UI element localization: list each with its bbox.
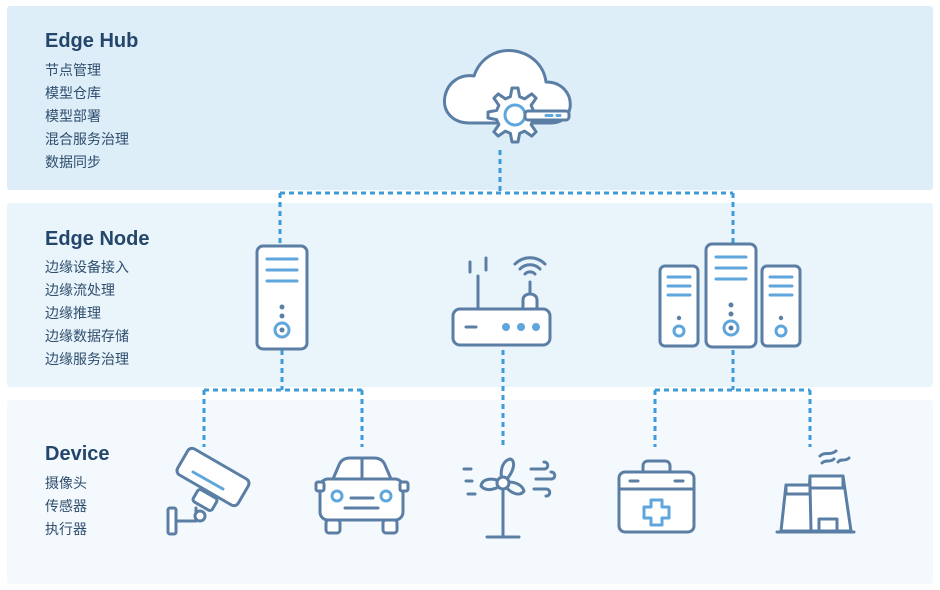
capability-item: 模型仓库 — [45, 86, 101, 102]
capability-item: 边缘设备接入 — [45, 260, 129, 276]
capability-item: 边缘推理 — [45, 306, 101, 322]
car-icon — [314, 456, 410, 535]
security-camera-icon — [166, 446, 251, 536]
first-aid-kit-icon — [617, 459, 696, 534]
device-title: Device — [45, 443, 110, 465]
capability-item: 边缘数据存储 — [45, 329, 129, 345]
capability-item: 边缘服务治理 — [45, 352, 129, 368]
server-cluster-icon — [658, 242, 802, 349]
fan-icon — [462, 457, 557, 539]
edge-hub-capabilities: 节点管理 模型仓库 模型部署 混合服务治理 数据同步 — [45, 60, 129, 175]
capability-item: 混合服务治理 — [45, 132, 129, 148]
cloud-gear-icon — [442, 48, 572, 144]
device-type-item: 摄像头 — [45, 476, 87, 492]
capability-item: 节点管理 — [45, 63, 101, 79]
capability-item: 边缘流处理 — [45, 283, 115, 299]
edge-node-capabilities: 边缘设备接入 边缘流处理 边缘推理 边缘数据存储 边缘服务治理 — [45, 257, 129, 372]
wifi-router-icon — [451, 256, 552, 347]
device-type-item: 传感器 — [45, 499, 87, 515]
capability-item: 数据同步 — [45, 155, 101, 171]
device-types: 摄像头 传感器 执行器 — [45, 473, 87, 542]
capability-item: 模型部署 — [45, 109, 101, 125]
device-type-item: 执行器 — [45, 522, 87, 538]
edge-hub-title: Edge Hub — [45, 30, 139, 52]
edge-node-title: Edge Node — [45, 228, 150, 250]
factory-icon — [775, 449, 856, 534]
server-tower-icon — [255, 244, 309, 351]
